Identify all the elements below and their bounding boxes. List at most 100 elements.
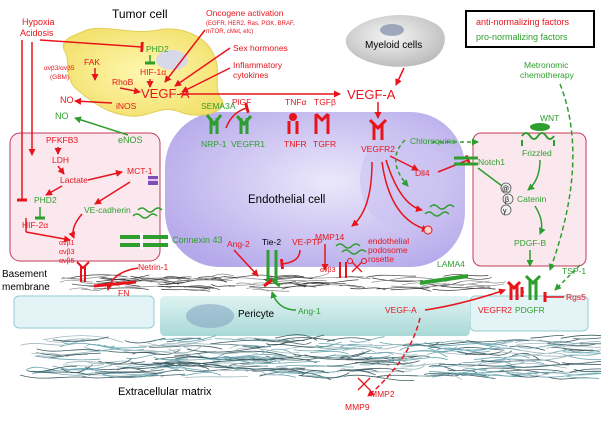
matrix-fiber [457,351,503,356]
matrix-fiber [153,356,188,361]
matrix-fiber [217,356,275,363]
fiber-layer [19,273,601,382]
left-bottom-cell [13,295,155,329]
matrix-fiber [417,373,462,381]
matrix-fiber [516,340,562,345]
myeloid-vegfa-label: VEGF-A [347,87,396,102]
matrix-fiber [31,352,69,358]
matrix-fiber [123,348,182,353]
pericyte-label: Pericyte [238,309,275,320]
matrix-fiber [339,367,405,373]
tumor-rhob-label: RhoB [112,77,134,87]
frizzled-label: Frizzled [522,148,552,158]
matrix-fiber [185,375,248,378]
matrix-fiber [19,374,87,379]
myeloid-nucleus [380,24,404,36]
matrix-fiber [432,373,494,380]
matrix-fiber [147,338,212,347]
matrix-fiber [266,355,346,359]
podosome-label-2: podosome [368,245,408,255]
dll4-label: Dll4 [415,168,430,178]
matrix-fiber [573,369,601,373]
connexin-bar-top [120,235,168,239]
tnfa-label: TNFα [285,97,307,107]
matrix-fiber [539,338,580,343]
notch1-receptor [454,156,478,166]
connexin-bar-bottom [120,243,168,247]
matrix-fiber [293,347,356,352]
pdgfr-receptor [524,274,542,300]
inflam-label-1: Inflammatory [233,60,283,70]
matrix-fiber [523,356,567,362]
matrix-fiber [232,337,295,341]
matrix-fiber [468,283,505,287]
matrix-fiber [116,277,169,280]
matrix-fiber [298,372,350,379]
matrix-fiber [534,372,601,378]
matrix-fiber [184,285,220,291]
lactate-label: Lactate [60,175,88,185]
matrix-fiber [204,278,227,283]
matrix-fiber [440,285,496,290]
endothelial-cell-label: Endothelial cell [248,194,325,206]
catenin-beta-text: β [505,197,509,204]
matrix-fiber [130,275,191,279]
matrix-fiber [102,371,167,376]
wnt-label: WNT [540,113,559,123]
matrix-fiber [391,285,426,288]
matrix-fiber [160,288,210,292]
tumor-inos-label: iNOS [116,101,137,111]
matrix-fiber [148,345,223,350]
ang2-arrow [233,249,259,277]
matrix-fiber [189,277,233,281]
netrin-arrow [105,267,139,291]
metronomic-dashed-arrow [548,83,574,271]
matrix-fiber [252,289,290,292]
matrix-fiber [260,370,288,376]
matrix-fiber [411,341,440,347]
matrix-fiber [67,274,128,279]
basement-label-line1: Basement [2,269,47,280]
matrix-fiber [365,274,417,278]
matrix-fiber [211,276,239,280]
legend-anti-text: anti-normalizing factors [476,17,570,27]
plgf-label: PlGF [232,97,251,107]
matrix-fiber [125,353,166,359]
matrix-fiber [458,368,487,374]
netrin-label: Netrin-1 [138,262,169,272]
veptp-bar [279,249,301,270]
matrix-fiber [373,342,419,350]
matrix-fiber [99,274,150,281]
vegfr2-right-receptor [506,280,522,300]
wnt-ligand [530,123,550,131]
vegfr2-effector-dot [423,225,433,235]
matrix-fiber [260,374,296,378]
matrix-fiber [310,350,349,355]
matrix-fiber [579,343,601,345]
matrix-fiber [325,354,391,359]
matrix-fiber [512,363,568,369]
metronomic-label-2: chemotherapy [520,70,575,80]
onco-label-2: (EGFR, HER2, Ras, PI3K, BRAF, [206,21,295,27]
matrix-fiber [473,357,511,361]
enos-no-arrow [74,116,129,136]
vegfr2-label: VEGFR2 [361,144,395,154]
matrix-fiber [214,366,288,371]
matrix-fiber [480,359,560,365]
integrin-label-2: αvβ3 [59,249,75,256]
catenin-gamma-text: γ [503,208,507,215]
matrix-fiber [150,366,210,372]
matrix-fiber [318,342,383,348]
matrix-fiber [186,346,265,353]
frizzled-arrow [527,159,541,191]
matrix-fiber [326,361,380,367]
matrix-fiber [36,352,101,356]
ldh-label: LDH [52,155,69,165]
matrix-fiber [135,278,180,285]
matrix-fiber [122,349,193,355]
fn-fiber [93,280,137,288]
ecm-label: Extracellular matrix [118,386,212,398]
matrix-fiber [97,344,147,349]
matrix-fiber [304,352,366,360]
